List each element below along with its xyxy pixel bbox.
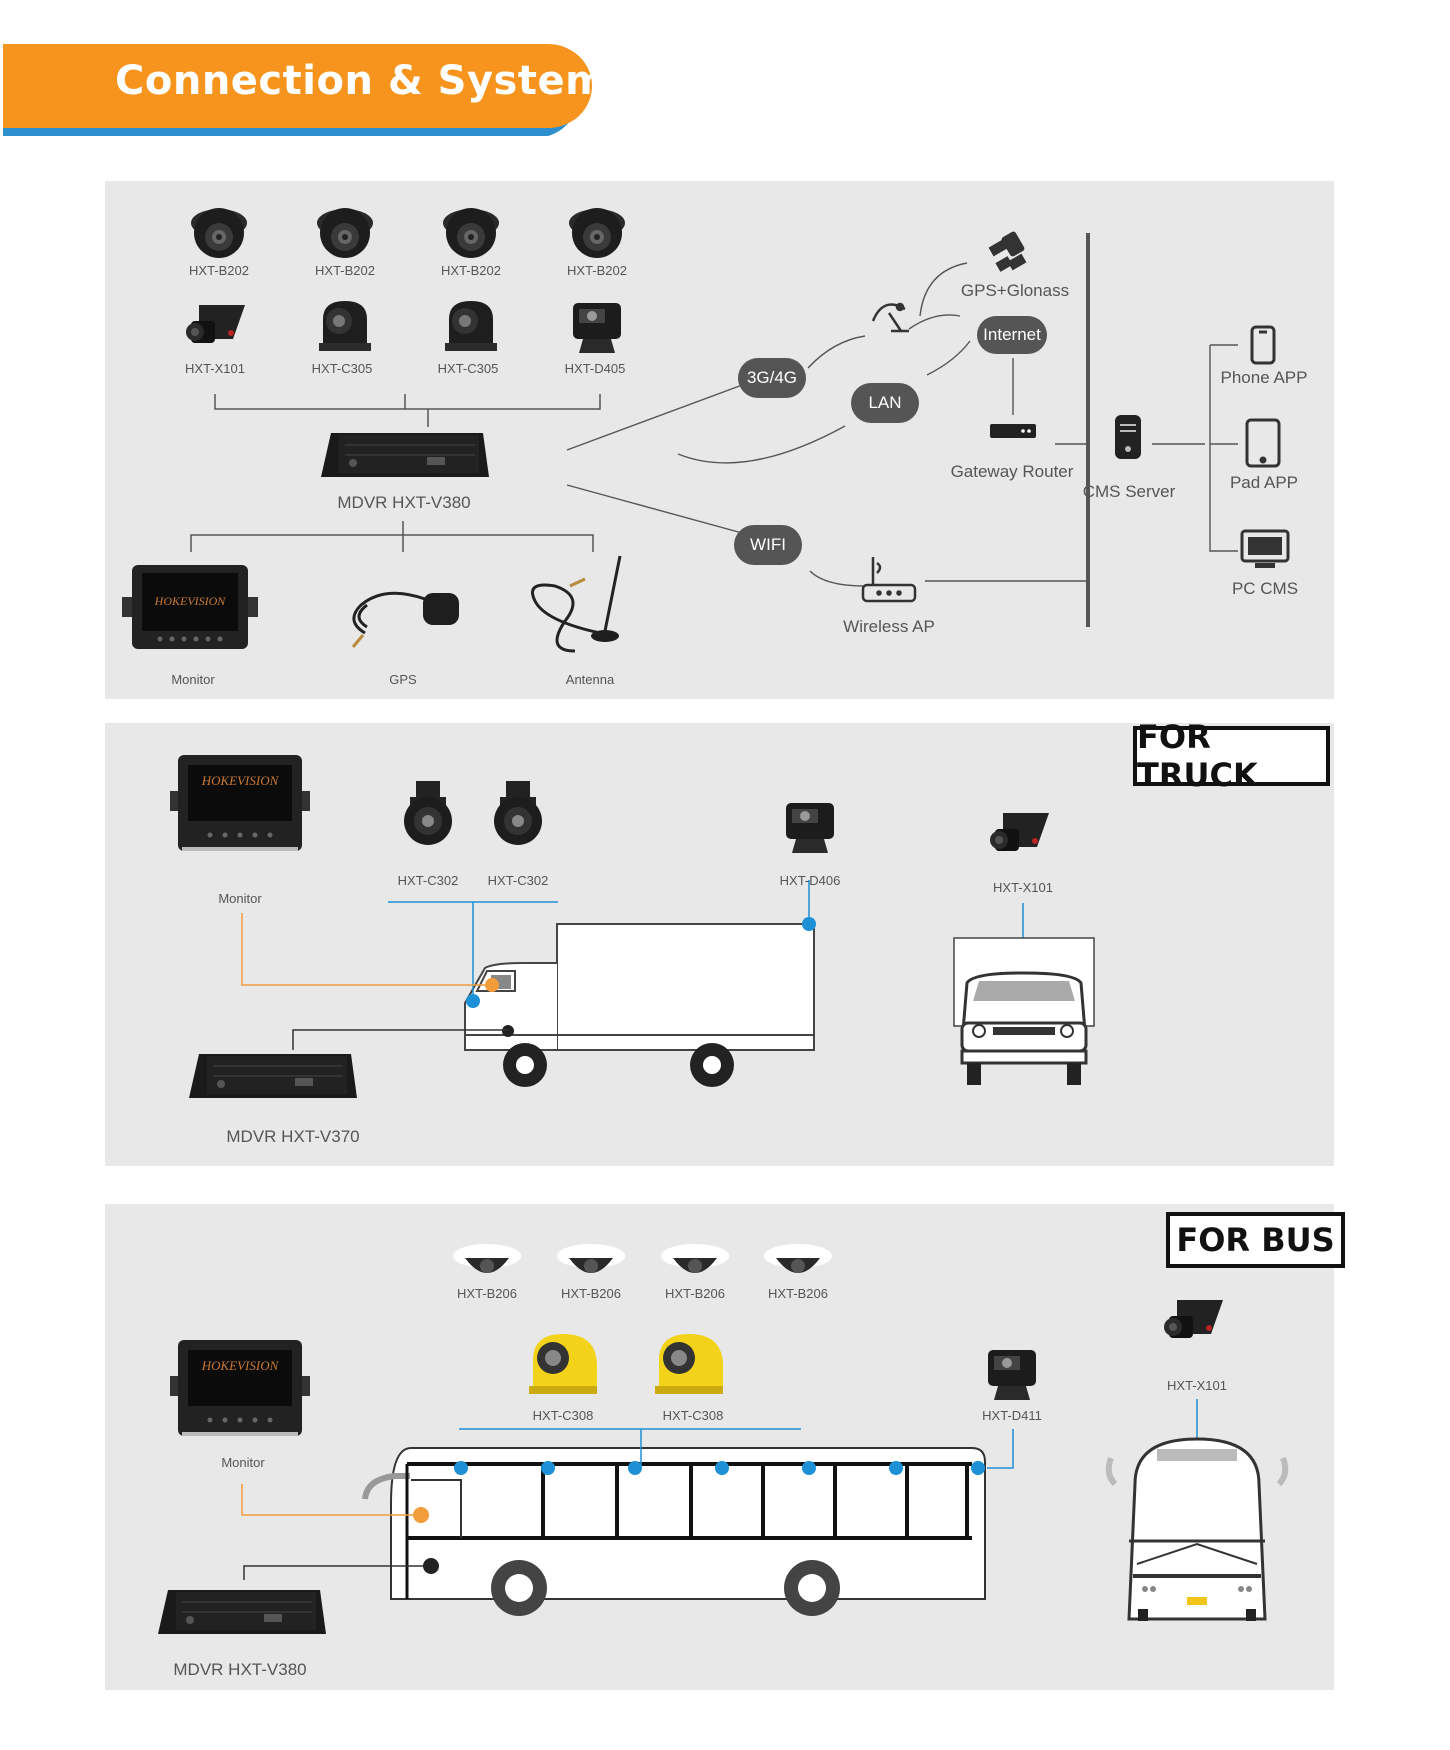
truck-diagram: [170, 755, 1095, 1099]
camera-label: HXT-D411: [982, 1408, 1042, 1423]
truck-panel: FOR TRUCK HOKEVISION Monitor HXT-C302 HX…: [105, 718, 1334, 1166]
system-diagram-lines: [122, 208, 1290, 653]
dome-camera-icon: [557, 1244, 625, 1273]
mdvr-icon: [320, 432, 490, 478]
camera-label: HXT-B206: [768, 1286, 828, 1301]
tablet-icon: [1245, 418, 1281, 468]
bus-tag: FOR BUS: [1166, 1212, 1345, 1268]
accessory-label: Monitor: [171, 672, 215, 687]
wireless-ap-label: Wireless AP: [843, 617, 935, 636]
accessory-label: Antenna: [565, 672, 615, 687]
rear-camera-icon: [573, 303, 621, 353]
side-camera-icon: [494, 781, 542, 845]
dish-antenna-icon: [871, 302, 909, 333]
accessory-label: GPS: [389, 672, 417, 687]
camera-label: HXT-B202: [189, 263, 249, 278]
bus-diagram: [157, 1244, 1289, 1635]
satellite-icon: [988, 231, 1027, 272]
router-icon: [990, 424, 1036, 438]
box-camera-icon: [186, 305, 245, 343]
monitor-label: Monitor: [221, 1455, 265, 1470]
yellow-side-camera-icon: [529, 1334, 597, 1394]
truck-tag: FOR TRUCK: [1133, 718, 1330, 794]
camera-label: HXT-C302: [397, 873, 459, 888]
side-camera-icon: [319, 301, 371, 351]
rear-camera-icon: [786, 803, 834, 853]
dome-camera-icon: [569, 208, 625, 258]
camera-label: HXT-D405: [564, 361, 626, 376]
camera-label: HXT-B202: [315, 263, 375, 278]
mdvr-label: MDVR HXT-V370: [226, 1127, 360, 1146]
network-wifi-node: WIFI: [734, 525, 802, 565]
bus-panel: FOR BUS HOKEVISION Monitor HXT-B206 HXT-…: [105, 1204, 1345, 1690]
header-banner: [3, 44, 592, 136]
mdvr-icon: [157, 1589, 327, 1635]
pc-icon: [1240, 529, 1290, 568]
server-icon: [1115, 415, 1141, 459]
phone-icon: [1250, 325, 1276, 365]
dome-camera-icon: [191, 208, 247, 258]
network-3g4g-node: 3G/4G: [738, 358, 806, 398]
system-topology-panel: HXT-B202 HXT-B202 HXT-B202 HXT-B202 HXT-…: [105, 181, 1334, 699]
client-label: Phone APP: [1220, 368, 1308, 387]
dome-camera-icon: [453, 1244, 521, 1273]
camera-label: HXT-C305: [437, 361, 499, 376]
monitor-icon: [170, 755, 310, 851]
mdvr-icon: [188, 1053, 358, 1099]
camera-label: HXT-B202: [567, 263, 627, 278]
side-camera-icon: [404, 781, 452, 845]
dome-camera-icon: [661, 1244, 729, 1273]
box-camera-icon: [990, 813, 1049, 851]
gateway-router-label: Gateway Router: [950, 462, 1074, 481]
camera-label: HXT-X101: [1167, 1378, 1227, 1393]
network-internet-node: Internet: [977, 316, 1047, 354]
camera-label: HXT-B206: [665, 1286, 725, 1301]
camera-label: HXT-X101: [993, 880, 1053, 895]
yellow-side-camera-icon: [655, 1334, 723, 1394]
bus-front-outline: [1105, 1437, 1289, 1621]
monitor-brand: HOKEVISION: [201, 773, 279, 788]
camera-label: HXT-B206: [561, 1286, 621, 1301]
camera-label: HXT-X101: [185, 361, 245, 376]
rear-camera-icon: [988, 1350, 1036, 1400]
box-camera-icon: [1164, 1300, 1223, 1338]
client-label: PC CMS: [1231, 579, 1299, 598]
dome-camera-icon: [443, 208, 499, 258]
client-label: Pad APP: [1229, 473, 1299, 492]
side-camera-icon: [445, 301, 497, 351]
camera-label: HXT-C308: [662, 1408, 724, 1423]
gps-antenna-icon: [351, 591, 459, 648]
camera-label: HXT-B206: [457, 1286, 517, 1301]
mdvr-label: MDVR HXT-V380: [337, 493, 471, 512]
monitor-label: Monitor: [218, 891, 262, 906]
network-lan-node: LAN: [851, 383, 919, 423]
gps-glonass-label: GPS+Glonass: [960, 281, 1070, 300]
dome-camera-icon: [764, 1244, 832, 1273]
camera-label: HXT-C308: [532, 1408, 594, 1423]
bus-side-outline: [362, 1447, 986, 1616]
mdvr-label: MDVR HXT-V380: [173, 1660, 307, 1679]
cms-server-label: CMS Server: [1082, 482, 1176, 501]
antenna-icon: [531, 555, 622, 653]
monitor-brand: HOKEVISION: [154, 594, 226, 608]
monitor-brand: HOKEVISION: [201, 1358, 279, 1373]
truck-side-outline: [464, 923, 815, 1051]
truck-front-outline: [953, 937, 1095, 1085]
camera-label: HXT-D406: [779, 873, 841, 888]
wireless-ap-icon: [861, 557, 917, 603]
camera-label: HXT-B202: [441, 263, 501, 278]
dome-camera-icon: [317, 208, 373, 258]
camera-label: HXT-C305: [311, 361, 373, 376]
page-title: Connection & System: [115, 58, 608, 104]
camera-label: HXT-C302: [487, 873, 549, 888]
monitor-icon: [170, 1340, 310, 1436]
